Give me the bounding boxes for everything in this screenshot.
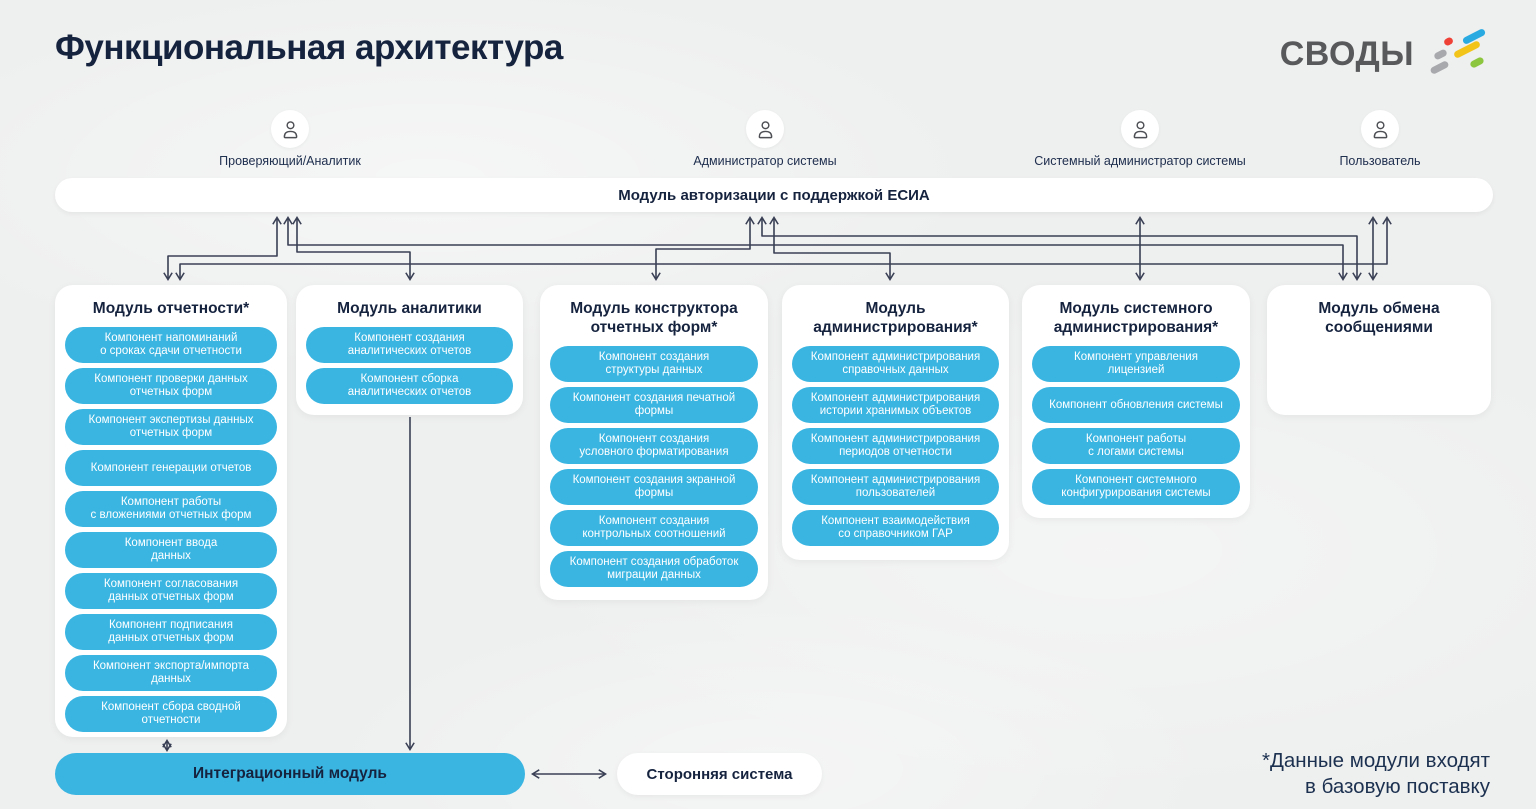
component-pill: Компонент взаимодействия со справочником… [792,510,999,546]
user-icon [1121,110,1159,148]
component-pill: Компонент создания структуры данных [550,346,758,382]
external-system-label: Сторонняя система [646,765,793,783]
auth-module-label: Модуль авторизации с поддержкой ЕСИА [618,186,930,204]
component-pill: Компонент создания контрольных соотношен… [550,510,758,546]
module-card-administration: Модуль администрирования* Компонент адми… [782,285,1009,560]
component-pill: Компонент напоминаний о сроках сдачи отч… [65,327,277,363]
component-pill: Компонент генерации отчетов [65,450,277,486]
svody-logo: СВОДЫ [1279,27,1492,78]
actor-label: Администратор системы [693,154,837,168]
module-title: Модуль конструктора отчетных форм* [570,300,738,336]
actor-label: Системный администратор системы [1034,154,1246,168]
module-card-analytics: Модуль аналитики Компонент создания анал… [296,285,523,415]
component-pill: Компонент администрирования истории хран… [792,387,999,423]
actor-label: Проверяющий/Аналитик [219,154,361,168]
module-card-reporting: Модуль отчетности* Компонент напоминаний… [55,285,287,737]
auth-module-bar: Модуль авторизации с поддержкой ЕСИА [55,178,1493,212]
actor-inspector-analyst: Проверяющий/Аналитик [130,110,450,168]
component-pill: Компонент работы с логами системы [1032,428,1240,464]
component-pill: Компонент экспертизы данных отчетных фор… [65,409,277,445]
integration-module: Интеграционный модуль [55,753,525,795]
component-pill: Компонент создания обработок миграции да… [550,551,758,587]
component-pill: Компонент создания печатной формы [550,387,758,423]
module-title: Модуль отчетности* [92,300,250,317]
logo-text: СВОДЫ [1279,34,1414,73]
component-pill: Компонент управления лицензией [1032,346,1240,382]
user-icon [271,110,309,148]
component-pill: Компонент системного конфигурирования си… [1032,469,1240,505]
footnote: *Данные модули входят в базовую поставку [1262,749,1490,798]
page-title: Функциональная архитектура [55,28,563,67]
module-title: Модуль администрирования* [813,300,978,336]
component-pill: Компонент создания условного форматирова… [550,428,758,464]
module-title: Модуль обмена сообщениями [1318,300,1440,336]
component-pill: Компонент работы с вложениями отчетных ф… [65,491,277,527]
integration-module-label: Интеграционный модуль [193,765,387,782]
module-card-system-administration: Модуль системного администрирования* Ком… [1022,285,1250,518]
module-card-form-constructor: Модуль конструктора отчетных форм* Компо… [540,285,768,600]
component-pill: Компонент создания аналитических отчетов [306,327,513,363]
component-pill: Компонент администрирования периодов отч… [792,428,999,464]
actor-system-administrator: Администратор системы [605,110,925,168]
component-pill: Компонент экспорта/импорта данных [65,655,277,691]
actor-user: Пользователь [1220,110,1536,168]
actor-system-admin-of-system: Системный администратор системы [980,110,1300,168]
logo-dashes-icon [1428,27,1492,78]
component-pill: Компонент проверки данных отчетных форм [65,368,277,404]
external-system: Сторонняя система [617,753,822,795]
component-pill: Компонент согласования данных отчетных ф… [65,573,277,609]
component-pill: Компонент ввода данных [65,532,277,568]
user-icon [1361,110,1399,148]
component-pill: Компонент обновления системы [1032,387,1240,423]
actor-label: Пользователь [1339,154,1421,168]
user-icon [746,110,784,148]
module-title: Модуль системного администрирования* [1053,300,1219,336]
module-title: Модуль аналитики [337,300,482,317]
component-pill: Компонент администрирования справочных д… [792,346,999,382]
component-pill: Компонент сбора сводной отчетности [65,696,277,732]
module-card-messaging: Модуль обмена сообщениями [1267,285,1491,415]
component-pill: Компонент сборка аналитических отчетов [306,368,513,404]
component-pill: Компонент администрирования пользователе… [792,469,999,505]
component-pill: Компонент создания экранной формы [550,469,758,505]
component-pill: Компонент подписания данных отчетных фор… [65,614,277,650]
